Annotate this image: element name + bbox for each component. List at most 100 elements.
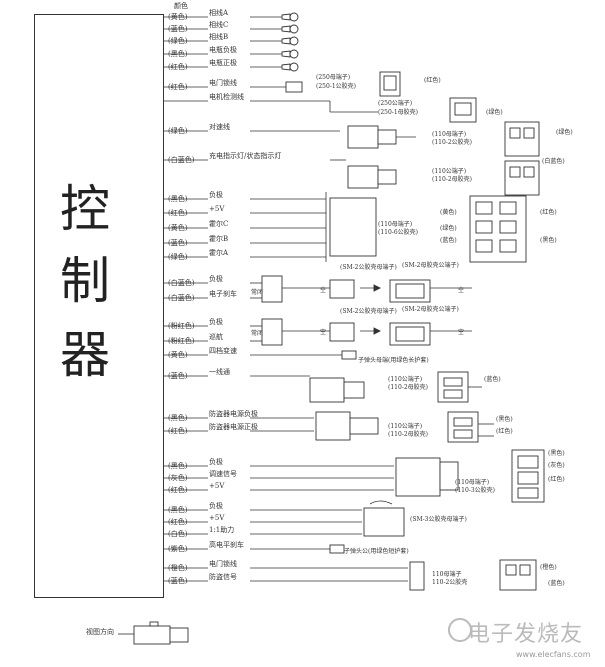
connector-note: (红色): [424, 77, 441, 84]
connector-note: (黄色): [440, 209, 457, 216]
controller-box: [34, 14, 164, 598]
connector-note: (橙色): [540, 564, 557, 571]
ring-terminal-lug: [281, 37, 291, 45]
connector-note: (蓝色): [484, 376, 501, 383]
connector-body: [499, 239, 517, 253]
view-connector: [133, 625, 171, 645]
brake-switch: [261, 318, 283, 346]
connector-body: [505, 564, 517, 576]
connector-body: [395, 283, 425, 299]
connector-note: (SM-2母胶壳公端子): [402, 262, 459, 269]
connector-note: (黑色): [496, 416, 513, 423]
connector-note: (110-6公胶壳): [378, 229, 418, 236]
connector-note: (110-2母胶壳): [432, 176, 472, 183]
connector-body: [443, 377, 463, 387]
connector-note: (110公端子): [388, 376, 423, 383]
connector-body: [517, 487, 539, 499]
wire-color-label: (红色): [168, 63, 188, 71]
wire-color-label: (蓝色): [168, 372, 188, 380]
connector-body: [499, 201, 517, 215]
ring-terminal-lug: [281, 50, 291, 58]
controller-title-char-3: 器: [60, 326, 110, 384]
connector-note: 空: [458, 287, 465, 294]
wire-function-label: +5V: [209, 514, 225, 522]
arrow-head: [373, 284, 382, 292]
connector-body: [377, 169, 397, 185]
connector-note: (SM-2母胶壳公端子): [402, 306, 459, 313]
ring-terminal: [289, 49, 299, 59]
wire-function-label: 电门锁线: [209, 560, 237, 568]
sm2-connector: [329, 279, 355, 299]
connector-body: [454, 102, 472, 116]
connector-note: (250-1母胶壳): [378, 109, 418, 116]
sm3-connector: [363, 507, 405, 537]
connector-note: (灰色): [548, 462, 565, 469]
connector-2pin: [504, 121, 540, 157]
connector-body: [509, 166, 521, 178]
color-column-header: 颜色: [174, 2, 188, 10]
connector-body: [517, 455, 539, 469]
connector-note: (110公端子): [432, 168, 467, 175]
connector-note: (110-3公胶壳): [455, 487, 495, 494]
connector-note: (黑色): [540, 237, 557, 244]
view-direction-label: 视图方向: [86, 628, 114, 636]
wire-color-label: (绿色): [168, 253, 188, 261]
ring-terminal: [289, 36, 299, 46]
ring-terminal-lug: [281, 13, 291, 21]
wire-function-label: 电瓶正极: [209, 59, 237, 67]
wire-function-label: 1:1助力: [209, 526, 235, 534]
connector-note: (250公端子): [378, 100, 413, 107]
connector-body: [443, 389, 463, 399]
connector-note: (黑色): [548, 450, 565, 457]
arrow-head: [373, 327, 382, 335]
connector-note: (110-2母胶壳): [388, 384, 428, 391]
wire-function-label: 高电平刹车: [209, 541, 244, 549]
connector-note: 110-2公胶壳: [432, 579, 468, 586]
connector-body: [309, 377, 345, 403]
wire-color-label: (橙色): [168, 564, 188, 572]
wire-color-label: (蓝色): [168, 577, 188, 585]
connector-2pin: [504, 160, 540, 196]
wire-color-label: (黑色): [168, 195, 188, 203]
connector-body: [519, 564, 531, 576]
wire-color-label: (白蓝色): [168, 279, 195, 287]
connector-note: (蓝色): [548, 580, 565, 587]
wire-function-label: +5V: [209, 205, 225, 213]
connector-body: [475, 201, 493, 215]
wire-function-label: 四档变速: [209, 347, 237, 355]
connector-body: [475, 239, 493, 253]
watermark-text: 电子发烧友: [468, 622, 584, 647]
connector-body: [349, 417, 379, 435]
connector-note: (250母端子): [316, 74, 351, 81]
ring-terminal-lug: [281, 25, 291, 33]
connector-note: 110母端子: [432, 571, 462, 578]
connector-note: 常闭: [251, 289, 264, 296]
bullet-connector: [329, 544, 345, 554]
controller-title-char-1: 控: [60, 180, 110, 238]
wire-function-label: 电瓶负极: [209, 46, 237, 54]
wire-color-label: (黑色): [168, 462, 188, 470]
wire-color-label: (粉红色): [168, 322, 195, 330]
connector-note: (110公端子): [388, 423, 423, 430]
wire-function-label: 负极: [209, 275, 223, 283]
wire-function-label: 电机检测线: [209, 93, 244, 101]
connector-note: 子弹头母端(用绿色长护套): [358, 357, 429, 364]
connector-body: [377, 129, 397, 145]
connector-note: (110-2母胶壳): [388, 431, 428, 438]
wire-function-label: 相线B: [209, 33, 229, 41]
wire-function-label: 相线C: [209, 21, 229, 29]
brake-switch: [261, 275, 283, 303]
connector-body: [453, 417, 473, 427]
wire-function-label: 电子刹车: [209, 290, 237, 298]
connector-note: 空: [458, 329, 465, 336]
connector-2pin: [499, 559, 537, 591]
connector-body: [475, 220, 493, 234]
wire-color-label: (黑色): [168, 506, 188, 514]
connector-note: (250-1公胶壳): [316, 83, 356, 90]
ring-terminal: [289, 24, 299, 34]
wire-color-label: (绿色): [168, 127, 188, 135]
wire-color-label: (白蓝色): [168, 294, 195, 302]
connector-note: (白蓝色): [542, 158, 565, 165]
wire-color-label: (黄色): [168, 224, 188, 232]
wire-color-label: (粉红色): [168, 337, 195, 345]
